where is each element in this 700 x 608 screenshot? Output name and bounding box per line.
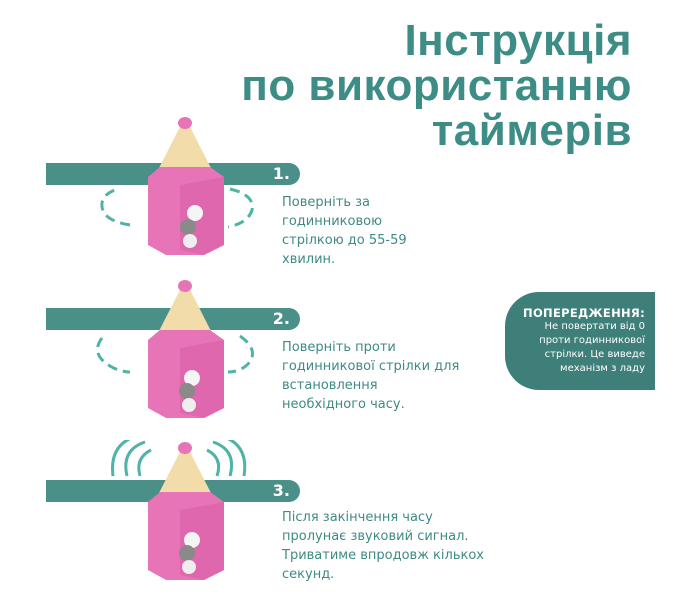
text-line: пролунає звуковий сигнал. [282,529,469,544]
counterclockwise-arrows-icon [96,334,254,374]
step-number: 3. [272,481,290,500]
sound-waves-icon [111,440,247,477]
pencil-timer-image [148,280,224,418]
text-line: секунд. [282,567,335,582]
text-line: Поверніть проти [282,340,396,355]
text-line: Триватиме впродовж кількох [282,548,484,563]
warning-line: Не повертати від 0 [544,321,645,332]
warning-heading: ПОПЕРЕДЖЕННЯ: [523,306,645,320]
step-3-text: Після закінчення часу пролунає звуковий … [282,508,484,584]
warning-line: проти годинникової [539,335,645,346]
step-number: 2. [272,309,290,328]
pencil-timer-image [148,117,224,255]
text-line: хвилин. [282,252,336,267]
warning-line: механізм з ладу [560,363,645,374]
title-line: таймерів [431,106,632,155]
text-line: встановлення [282,378,378,393]
text-line: Після закінчення часу [282,510,433,525]
page-title: Інструкція по використанню таймерів [241,18,632,153]
pencil-timer-image [148,442,224,580]
warning-box: ПОПЕРЕДЖЕННЯ: Не повертати від 0 проти г… [505,292,655,390]
text-line: годинниковою [282,214,383,229]
text-line: стрілкою до 55-59 [282,233,407,248]
text-line: годинникової стрілки для [282,359,460,374]
text-line: необхідного часу. [282,397,405,412]
title-line: Інструкція [404,16,632,65]
clockwise-arrows-icon [100,187,254,229]
title-line: по використанню [241,61,632,110]
text-line: Поверніть за [282,195,370,210]
step-number: 1. [272,164,290,183]
warning-line: стрілки. Це виведе [544,349,645,360]
step-2-text: Поверніть проти годинникової стрілки для… [282,338,459,414]
step-1-text: Поверніть за годинниковою стрілкою до 55… [282,193,407,269]
